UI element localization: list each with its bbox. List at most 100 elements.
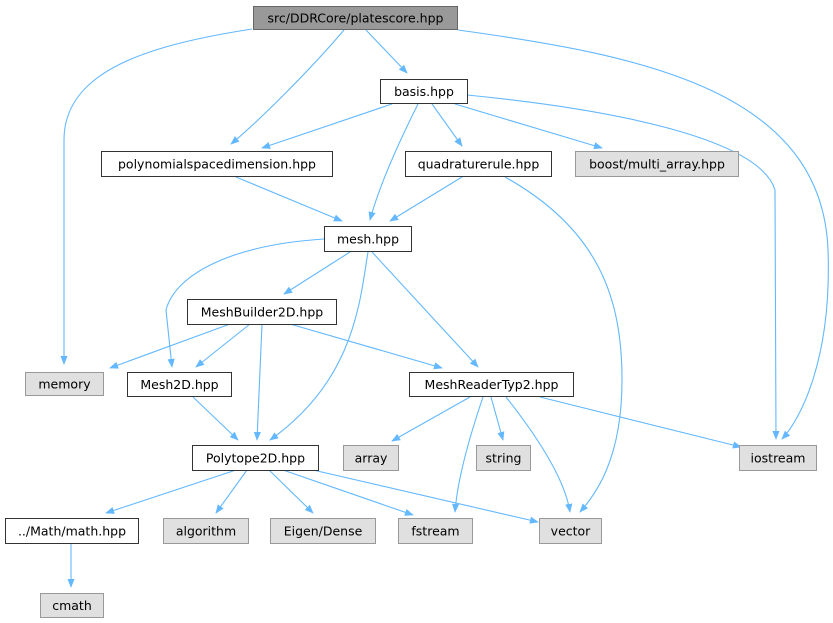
node-label: iostream xyxy=(751,451,806,466)
node-meshreadertyp2[interactable]: MeshReaderTyp2.hpp xyxy=(409,372,574,397)
edge-quadraturerule-to-mesh xyxy=(389,176,463,222)
edge-polytope2d-to-math xyxy=(105,469,237,514)
node-box xyxy=(409,372,574,397)
edge-arrow xyxy=(505,396,573,513)
edge-mesh-to-meshbuilder2d xyxy=(283,251,351,295)
node-box xyxy=(40,593,104,618)
node-label: polynomialspacedimension.hpp xyxy=(118,157,316,172)
edge-arrow xyxy=(261,103,393,149)
node-box xyxy=(739,445,817,471)
node-box xyxy=(343,445,399,471)
node-memory: memory xyxy=(25,372,104,396)
node-label: Mesh2D.hpp xyxy=(140,377,218,392)
edge-arrow xyxy=(457,29,829,440)
edge-meshbuilder2d-to-memory xyxy=(109,323,231,369)
node-label: mesh.hpp xyxy=(337,232,399,247)
node-box xyxy=(539,518,602,544)
node-label: src/DDRCore/platescore.hpp xyxy=(268,11,444,26)
edge-basis-to-quadraturerule xyxy=(431,103,463,147)
edge-polytope2d-to-vector xyxy=(312,469,539,524)
edge-arrow xyxy=(235,176,343,222)
node-box xyxy=(163,518,249,544)
node-math[interactable]: ../Math/math.hpp xyxy=(5,518,139,544)
edge-arrow xyxy=(391,396,471,442)
edge-basis-to-mesh xyxy=(368,103,419,221)
edge-quadraturerule-to-vector xyxy=(504,176,623,513)
node-meshbuilder2d[interactable]: MeshBuilder2D.hpp xyxy=(187,299,337,325)
edge-polytope2d-to-algorithm xyxy=(215,469,248,514)
edge-arrow xyxy=(269,251,369,441)
node-layer: src/DDRCore/platescore.hpp memory polynomi… xyxy=(5,6,817,618)
node-box xyxy=(380,79,468,104)
edge-platescore-to-memory xyxy=(60,28,253,365)
edge-meshbuilder2d-to-polytope2d xyxy=(253,323,263,441)
node-label: basis.hpp xyxy=(394,84,454,99)
edge-basis-to-polynomialspacedimension xyxy=(261,103,393,149)
edge-arrow xyxy=(368,103,419,221)
edge-meshreadertyp2-to-vector xyxy=(505,396,573,513)
edge-arrow xyxy=(253,323,263,441)
node-box xyxy=(405,151,552,177)
node-quadraturerule[interactable]: quadraturerule.hpp xyxy=(405,151,552,177)
node-box xyxy=(5,518,139,544)
node-box xyxy=(187,299,337,325)
edge-arrow xyxy=(289,323,443,370)
node-box xyxy=(25,372,104,396)
edge-arrow xyxy=(215,469,248,514)
node-mesh2d[interactable]: Mesh2D.hpp xyxy=(127,372,232,397)
edge-arrow xyxy=(192,396,239,441)
edge-layer xyxy=(60,28,829,588)
edge-platescore-to-iostream xyxy=(457,29,829,440)
edge-arrow xyxy=(454,103,603,150)
node-basis[interactable]: basis.hpp xyxy=(380,79,468,104)
edge-mesh-to-polytope2d xyxy=(269,251,369,441)
edge-arrow xyxy=(504,176,623,513)
node-label: Eigen/Dense xyxy=(284,524,363,539)
node-mesh[interactable]: mesh.hpp xyxy=(324,226,412,252)
edge-meshreadertyp2-to-array xyxy=(391,396,471,442)
node-box xyxy=(253,6,458,30)
node-polytope2d[interactable]: Polytope2D.hpp xyxy=(192,445,319,471)
edge-mesh-to-mesh2d xyxy=(165,238,325,368)
edge-arrow xyxy=(195,323,251,368)
edge-meshbuilder2d-to-mesh2d xyxy=(195,323,251,368)
node-label: ../Math/math.hpp xyxy=(18,524,126,539)
edge-platescore-to-polynomialspacedimension xyxy=(230,29,345,145)
edge-arrow xyxy=(165,238,325,368)
node-iostream: iostream xyxy=(739,445,817,471)
edge-arrow xyxy=(365,29,408,74)
edge-polynomialspacedimension-to-mesh xyxy=(235,176,343,222)
node-algorithm: algorithm xyxy=(163,518,249,544)
node-label: MeshReaderTyp2.hpp xyxy=(425,377,559,392)
edge-polytope2d-to-eigen_dense xyxy=(268,469,314,514)
edge-basis-to-iostream xyxy=(466,94,780,440)
edge-arrow xyxy=(60,28,253,365)
node-box xyxy=(575,151,739,177)
edge-meshreadertyp2-to-iostream xyxy=(539,396,742,449)
node-label: array xyxy=(355,451,388,466)
node-box xyxy=(398,518,473,544)
node-label: vector xyxy=(551,524,592,539)
node-platescore[interactable]: src/DDRCore/platescore.hpp xyxy=(253,6,458,30)
edge-arrow xyxy=(283,251,351,295)
edge-arrow xyxy=(109,323,231,369)
node-label: Polytope2D.hpp xyxy=(206,451,305,466)
edge-arrow xyxy=(268,469,314,514)
node-label: fstream xyxy=(411,524,459,539)
node-vector: vector xyxy=(539,518,602,544)
node-cmath: cmath xyxy=(40,593,104,618)
edge-basis-to-boost_multi_array xyxy=(454,103,603,150)
node-box xyxy=(476,445,531,471)
edge-arrow xyxy=(105,469,237,514)
node-box xyxy=(270,518,376,544)
node-box xyxy=(192,445,319,471)
node-box xyxy=(101,151,333,177)
node-polynomialspacedimension[interactable]: polynomialspacedimension.hpp xyxy=(101,151,333,177)
edge-arrow xyxy=(282,469,414,516)
edge-mesh2d-to-polytope2d xyxy=(192,396,239,441)
node-box xyxy=(324,226,412,252)
edge-arrow xyxy=(230,29,345,145)
node-label: memory xyxy=(38,377,91,392)
node-label: MeshBuilder2D.hpp xyxy=(201,305,324,320)
